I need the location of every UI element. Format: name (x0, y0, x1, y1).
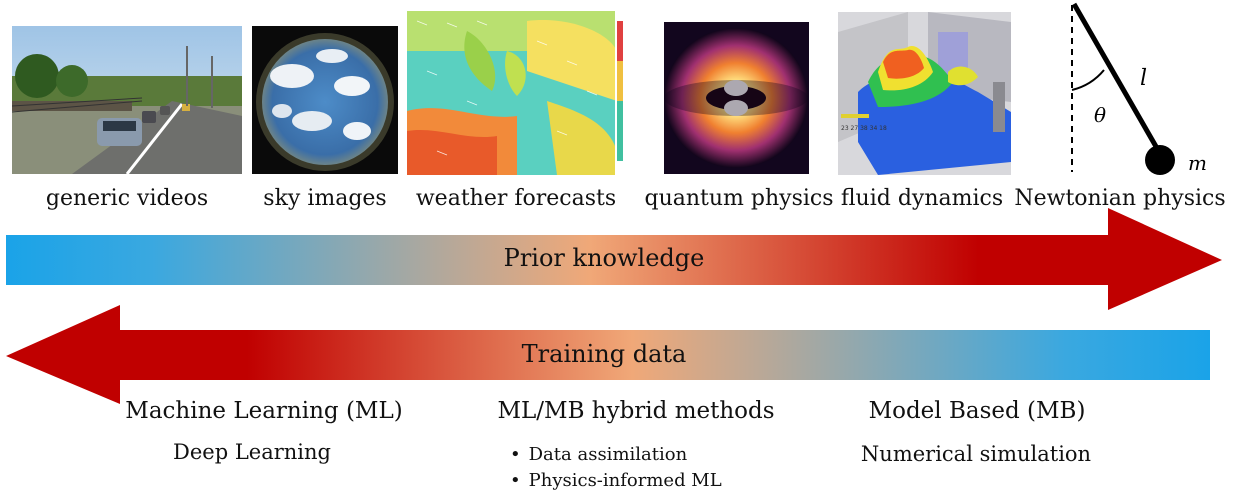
ml-title: Machine Learning (ML) (125, 398, 403, 424)
mass-symbol: m (1188, 151, 1207, 175)
hybrid-title: ML/MB hybrid methods (497, 398, 775, 424)
caption-newtonian-physics: Newtonian physics (1014, 186, 1226, 211)
training-data-label: Training data (521, 340, 687, 368)
length-symbol: l (1140, 66, 1147, 91)
fisheye-sky-photo (252, 26, 398, 174)
ml-subtitle: Deep Learning (173, 440, 331, 464)
caption-sky-images: sky images (263, 186, 387, 211)
training-data-arrow (6, 305, 1210, 404)
caption-fluid-dynamics: fluid dynamics (840, 186, 1004, 211)
quantum-orbital-plot (664, 22, 809, 174)
caption-weather-forecasts: weather forecasts (415, 186, 617, 211)
caption-quantum-physics: quantum physics (644, 186, 834, 211)
mb-title: Model Based (MB) (868, 398, 1086, 424)
svg-text:23 27 38 34 18: 23 27 38 34 18 (841, 125, 887, 132)
caption-generic-videos: generic videos (45, 186, 209, 211)
prior-knowledge-label: Prior knowledge (503, 244, 705, 272)
road-scene-photo (12, 26, 242, 174)
mb-subtitle: Numerical simulation (860, 442, 1092, 466)
angle-symbol: θ (1094, 103, 1106, 127)
bullet-item: Data assimilation (510, 442, 722, 468)
bullet-item: Physics-informed ML (510, 468, 722, 494)
fluid-simulation-render: 23 27 38 34 18 (838, 12, 1011, 175)
prior-knowledge-arrow (6, 208, 1222, 310)
pendulum-diagram: θ l m (1060, 0, 1220, 180)
hybrid-bullet-list: Data assimilation Physics-informed ML (510, 442, 722, 494)
weather-map (407, 11, 625, 175)
